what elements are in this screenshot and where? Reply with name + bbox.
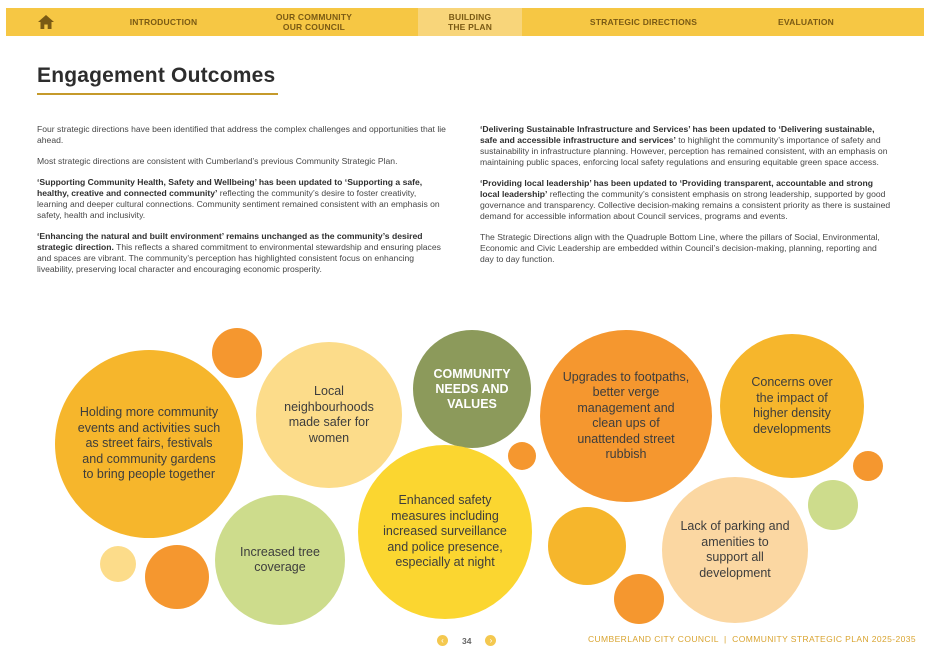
nav-tab-our-community[interactable]: OUR COMMUNITY OUR COUNCIL [254,8,374,36]
paragraph: The Strategic Directions align with the … [480,232,892,265]
paragraph-bold: ‘Providing local leadership’ has been up… [480,178,873,199]
decorative-dot [808,480,858,530]
decorative-dot [145,545,209,609]
right-column: ‘Delivering Sustainable Infrastructure a… [480,124,892,275]
decorative-dot [548,507,626,585]
paragraph-bold: ‘Delivering Sustainable Infrastructure a… [480,124,875,145]
paragraph-bold: ‘Supporting Community Health, Safety and… [37,177,423,198]
home-icon[interactable] [37,13,55,31]
nav-tab-label: OUR COMMUNITY [275,12,353,22]
chevron-right-icon[interactable]: › [485,635,497,646]
paragraph: ‘Supporting Community Health, Safety and… [37,177,449,221]
paragraph-text: reflecting the community’s desire to fos… [37,188,440,220]
paragraph-text: Most strategic directions are consistent… [37,156,398,166]
bubble-text: Local neighbourhoods made safer for wome… [284,384,374,445]
title-underline [37,93,278,95]
nav-tab-strategic-directions[interactable]: STRATEGIC DIRECTIONS [576,8,711,36]
nav-tab-introduction[interactable]: INTRODUCTION [106,8,221,36]
bubble-text: COMMUNITY NEEDS AND VALUES [433,366,511,411]
paragraph: ‘Enhancing the natural and built environ… [37,231,449,275]
paragraph-text: The Strategic Directions align with the … [480,232,880,264]
decorative-dot [100,546,136,582]
decorative-dot [508,442,536,470]
paragraph-text: Four strategic directions have been iden… [37,124,446,145]
bubble-text: Increased tree coverage [240,544,320,575]
bubble-text: Enhanced safety measures including incre… [383,493,507,570]
paragraph-bold: ‘Enhancing the natural and built environ… [37,231,423,252]
chevron-left-icon[interactable]: ‹ [437,635,448,646]
top-navigation: INTRODUCTION OUR COMMUNITY OUR COUNCIL B… [6,8,924,36]
footer-document-title: CUMBERLAND CITY COUNCIL | COMMUNITY STRA… [587,634,916,644]
paragraph: ‘Delivering Sustainable Infrastructure a… [480,124,892,168]
bubble-community-needs-values: COMMUNITY NEEDS AND VALUES [413,330,531,448]
decorative-dot [212,328,262,378]
bubble-community-events: Holding more community events and activi… [55,350,243,538]
paragraph-text: to highlight the community’s importance … [480,135,888,167]
nav-tab-label: EVALUATION [778,17,834,27]
bubble-footpath-upgrades: Upgrades to footpaths, better verge mana… [540,330,712,502]
nav-tab-label: BUILDING [448,12,492,22]
nav-tab-label: THE PLAN [447,22,493,32]
paragraph: ‘Providing local leadership’ has been up… [480,178,892,222]
decorative-dot [853,451,883,481]
nav-tab-building-the-plan[interactable]: BUILDING THE PLAN [418,8,522,36]
paragraph-text: This reflects a shared commitment to env… [37,242,441,274]
left-column: Four strategic directions have been iden… [37,124,449,285]
paragraph-text: reflecting the community’s consistent em… [480,189,891,221]
bubble-higher-density: Concerns over the impact of higher densi… [720,334,864,478]
decorative-dot [614,574,664,624]
bubble-parking-amenities: Lack of parking and amenities to support… [662,477,808,623]
page-title: Engagement Outcomes [37,64,276,87]
bubble-text: Concerns over the impact of higher densi… [751,375,833,436]
nav-tab-evaluation[interactable]: EVALUATION [758,8,854,36]
bubble-tree-coverage: Increased tree coverage [215,495,345,625]
nav-tab-label: INTRODUCTION [129,17,198,27]
bubble-safety-measures: Enhanced safety measures including incre… [358,445,532,619]
page-navigation: ‹ 34 › [437,635,497,646]
nav-tab-label: OUR COUNCIL [282,22,346,32]
bubble-text: Lack of parking and amenities to support… [680,519,790,580]
page-number: 34 [462,635,472,646]
bubble-text: Upgrades to footpaths, better verge mana… [562,369,690,462]
bubble-text: Holding more community events and activi… [77,405,221,482]
nav-tab-label: STRATEGIC DIRECTIONS [589,17,698,27]
paragraph: Most strategic directions are consistent… [37,156,449,167]
bubble-safer-neighbourhoods: Local neighbourhoods made safer for wome… [256,342,402,488]
paragraph: Four strategic directions have been iden… [37,124,449,146]
